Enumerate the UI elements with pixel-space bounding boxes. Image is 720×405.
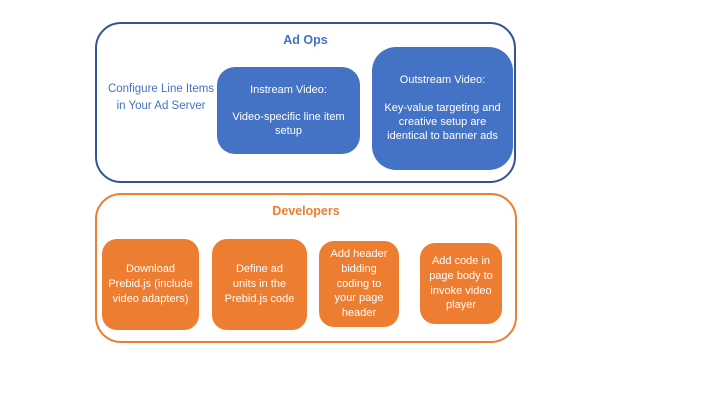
developers-group: Developers Download Prebid.js (include v… xyxy=(95,193,517,343)
developers-title: Developers xyxy=(272,204,340,218)
outstream-video-box: Outstream Video: Key-value targeting and… xyxy=(372,47,513,170)
outstream-video-body: Key-value targeting and creative setup a… xyxy=(384,101,501,143)
instream-video-heading: Instream Video: xyxy=(250,83,327,96)
step-define-ad-units: Define ad units in the Prebid.js code xyxy=(212,239,307,330)
instream-video-box: Instream Video: Video-specific line item… xyxy=(217,67,360,154)
step-download-prebid: Download Prebid.js (include video adapte… xyxy=(102,239,199,330)
step-add-page-body-code: Add code in page body to invoke video pl… xyxy=(420,243,502,324)
ad-ops-group: Ad Ops Configure Line Items in Your Ad S… xyxy=(95,22,516,183)
ad-ops-title: Ad Ops xyxy=(283,33,328,47)
step-add-header-bidding: Add header bidding coding to your page h… xyxy=(319,241,399,327)
instream-video-body: Video-specific line item setup xyxy=(232,110,345,138)
configure-line-items-note: Configure Line Items in Your Ad Server xyxy=(107,83,215,112)
outstream-video-heading: Outstream Video: xyxy=(399,74,486,87)
